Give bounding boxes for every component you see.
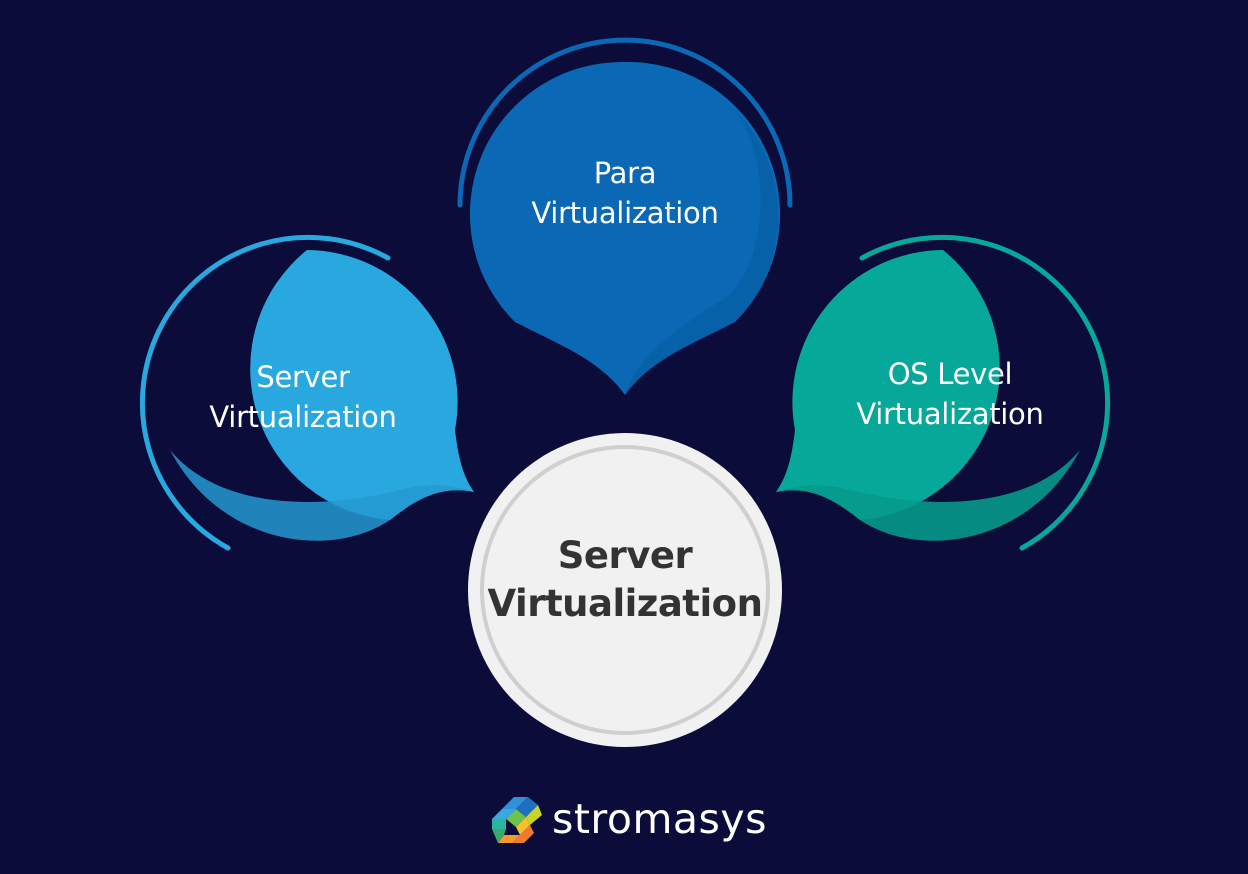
server-virtualization-label: Server Virtualization <box>178 357 428 437</box>
server-line1: Server <box>256 360 350 394</box>
para-arc <box>457 37 793 208</box>
brand-name: stromasys <box>552 795 768 843</box>
center-line2: Virtualization <box>487 582 763 625</box>
center-line1: Server <box>557 534 693 577</box>
para-line1: Para <box>593 156 657 190</box>
os-level-arc <box>859 234 1111 551</box>
center-circle <box>468 433 782 747</box>
server-arc <box>139 234 391 551</box>
os-level-virtualization-label: OS Level Virtualization <box>825 354 1075 434</box>
stromasys-logo-icon <box>492 797 542 843</box>
os-level-line2: Virtualization <box>856 397 1044 431</box>
os-level-line1: OS Level <box>887 357 1013 391</box>
center-server-virtualization-label: Server Virtualization <box>475 532 775 628</box>
stromasys-logo: stromasys <box>546 792 767 846</box>
server-line2: Virtualization <box>209 400 397 434</box>
para-line2: Virtualization <box>531 196 719 230</box>
para-bubble <box>469 61 781 395</box>
para-virtualization-label: Para Virtualization <box>500 153 750 233</box>
os-level-bubble <box>776 250 1080 541</box>
server-bubble <box>170 250 474 541</box>
